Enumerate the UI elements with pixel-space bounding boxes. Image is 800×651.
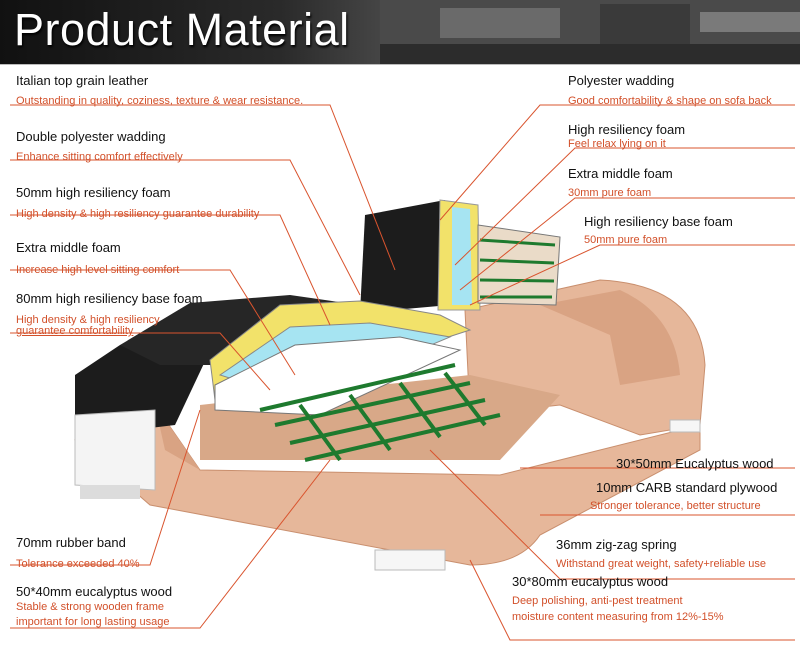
- desc-polyester-wadding: Good comfortability & shape on sofa back: [568, 95, 772, 107]
- label-polyester-wadding: Polyester wadding: [568, 73, 675, 88]
- label-high-resiliency-base-foam: High resiliency base foam: [584, 214, 733, 229]
- desc-extra-middle-foam-left: Increase high level sitting comfort: [16, 264, 180, 276]
- page-title: Product Material: [14, 4, 350, 55]
- room-background: [380, 0, 800, 64]
- desc-high-resiliency-foam: Feel relax lying on it: [568, 138, 666, 150]
- label-extra-middle-foam-right: Extra middle foam: [568, 166, 673, 181]
- desc-carb-plywood: Stronger tolerance, better structure: [590, 500, 761, 512]
- label-extra-middle-foam-left: Extra middle foam: [16, 240, 121, 255]
- desc-double-polyester-wadding: Enhance sitting comfort effectively: [16, 151, 183, 163]
- desc-50mm-foam: High density & high resiliency guarantee…: [16, 208, 260, 220]
- desc-30x80-eucalyptus-wood: Deep polishing, anti-pest treatment: [512, 595, 683, 607]
- label-50x40-eucalyptus-wood: 50*40mm eucalyptus wood: [16, 584, 173, 599]
- material-diagram: Italian top grain leather Outstanding in…: [0, 64, 800, 651]
- desc-top-grain-leather: Outstanding in quality, coziness, textur…: [16, 95, 304, 107]
- label-zig-zag-spring: 36mm zig-zag spring: [556, 537, 677, 552]
- label-top-grain-leather: Italian top grain leather: [16, 73, 149, 88]
- backrest-springs: [477, 224, 561, 306]
- label-double-polyester-wadding: Double polyester wadding: [16, 129, 166, 144]
- desc2-80mm-base-foam: guarantee comfortability: [16, 325, 134, 337]
- desc-extra-middle-foam-right: 30mm pure foam: [568, 187, 652, 199]
- zig-zag-spring-grid: [259, 363, 501, 462]
- sofa-bed-illustration: [10, 104, 795, 641]
- header-banner: Product Material: [0, 0, 800, 64]
- label-80mm-base-foam: 80mm high resiliency base foam: [16, 291, 203, 306]
- desc-rubber-band: Tolerance exceeded 40%: [16, 558, 140, 570]
- desc-high-resiliency-base-foam: 50mm pure foam: [584, 234, 668, 246]
- desc2-30x80-eucalyptus-wood: moisture content measuring from 12%-15%: [512, 611, 724, 623]
- desc2-50x40-eucalyptus-wood: important for long lasting usage: [16, 616, 170, 628]
- label-30x80-eucalyptus-wood: 30*80mm eucalyptus wood: [512, 574, 669, 589]
- label-50mm-foam: 50mm high resiliency foam: [16, 185, 171, 200]
- desc-50x40-eucalyptus-wood: Stable & strong wooden frame: [16, 601, 164, 613]
- label-high-resiliency-foam: High resiliency foam: [568, 122, 686, 137]
- desc-zig-zag-spring: Withstand great weight, safety+reliable …: [556, 558, 767, 570]
- sofa-leather-backrest: [360, 200, 450, 313]
- label-rubber-band: 70mm rubber band: [16, 535, 126, 550]
- desc-80mm-base-foam: High density & high resiliency: [16, 314, 160, 326]
- label-30x50-eucalyptus-wood: 30*50mm Eucalyptus wood: [616, 456, 774, 471]
- label-carb-plywood: 10mm CARB standard plywood: [596, 480, 778, 495]
